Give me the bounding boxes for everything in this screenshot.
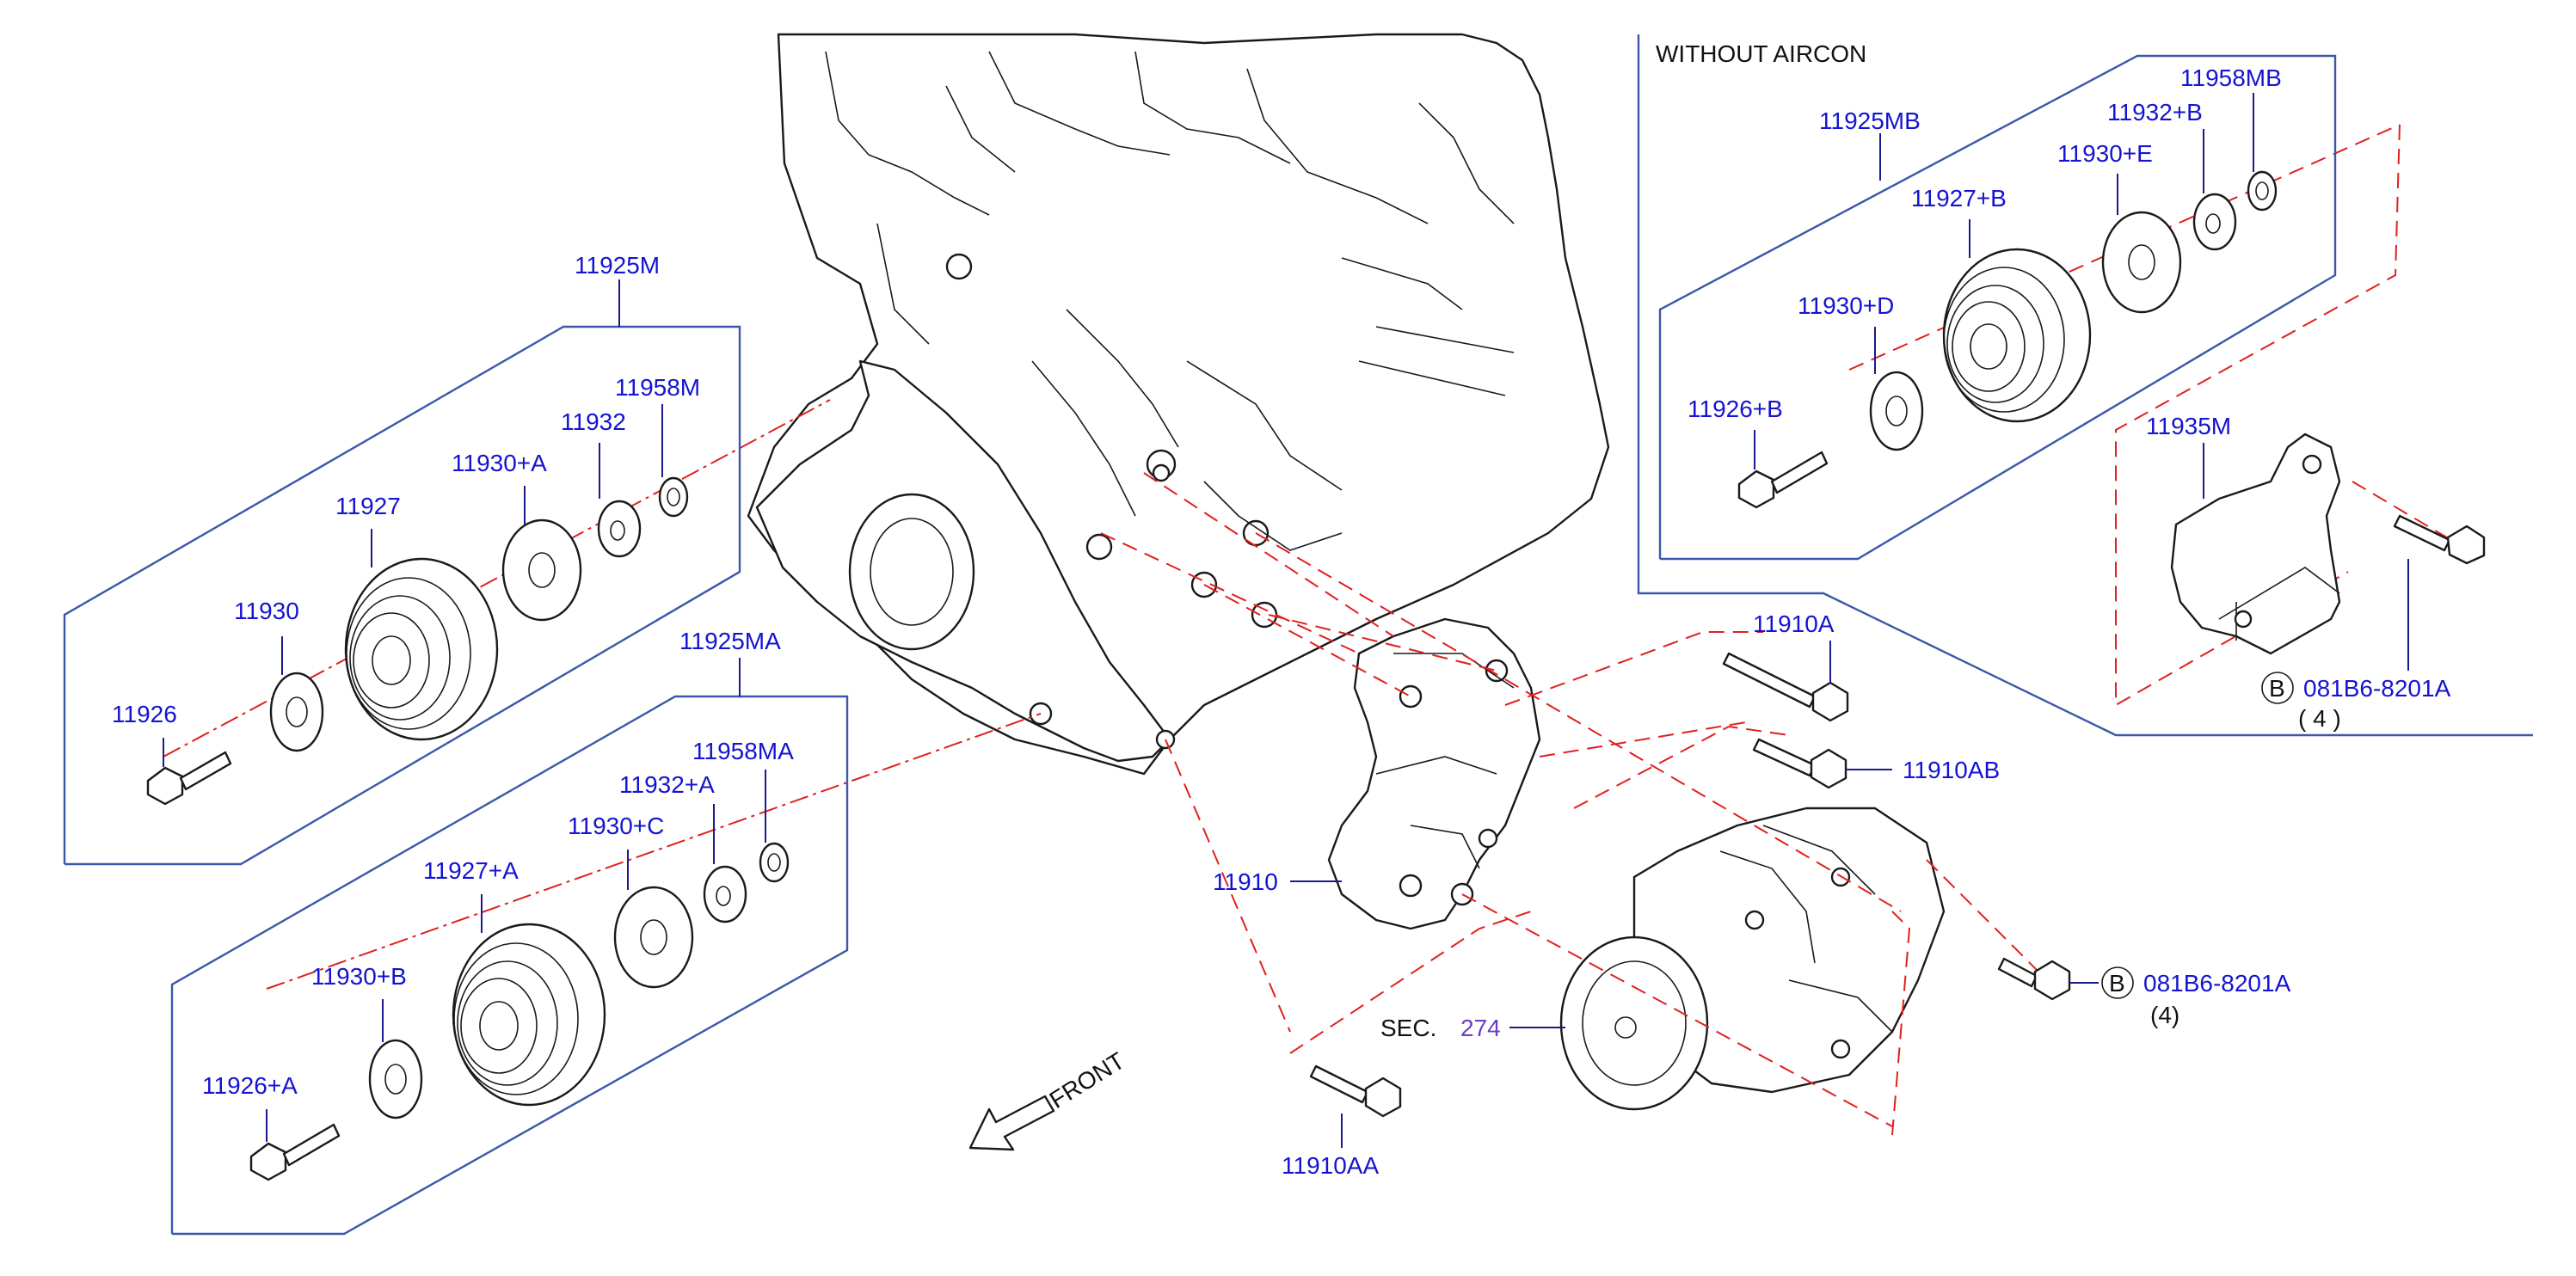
label-11927: 11927 <box>335 493 401 519</box>
washer-11930 <box>269 672 324 752</box>
label-front: FRONT <box>1045 1047 1129 1113</box>
pulley-11927B <box>1942 248 2092 423</box>
label-11926: 11926 <box>112 701 177 727</box>
washer-11930E <box>2101 211 2182 314</box>
label-11932: 11932 <box>561 408 626 435</box>
bolt-b-top <box>2393 514 2486 565</box>
label-11910AA: 11910AA <box>1282 1152 1379 1179</box>
compressor-bolts: 11910A 11910AB 11910 B 081B6-8201A (4) S… <box>1213 610 2291 1179</box>
front-arrow-icon <box>968 1095 1055 1151</box>
label-11958MA: 11958MA <box>692 738 794 764</box>
bolt-b-bottom <box>1997 957 2071 1001</box>
label-11930: 11930 <box>234 598 299 624</box>
label-11910A: 11910A <box>1753 610 1835 637</box>
compressor-bracket-11910 <box>1327 617 1541 930</box>
without-aircon-group: WITHOUT AIRCON 11925MB 11926+B 11930+D 1… <box>1637 34 2533 737</box>
label-11910AB: 11910AB <box>1903 757 2000 783</box>
qty-bolt-b-top: ( 4 ) <box>2298 705 2341 732</box>
spacer-11932B <box>2192 193 2237 251</box>
label-11930E: 11930+E <box>2057 140 2153 167</box>
circle-b-bottom-letter: B <box>2109 970 2125 997</box>
qty-bolt-b-bottom: (4) <box>2150 1002 2179 1028</box>
label-11958M: 11958M <box>615 374 700 401</box>
label-11935M: 11935M <box>2146 413 2231 439</box>
assembly-guides <box>163 124 2469 1136</box>
idler-kit-11925M: 11925M 11926 11930 11927 <box>63 252 741 866</box>
washer-11930D <box>1869 371 1924 451</box>
label-11930D: 11930+D <box>1798 292 1894 319</box>
washer-11930A <box>501 518 582 622</box>
label-11925MB: 11925MB <box>1819 107 1921 134</box>
spacer-11932 <box>597 500 642 558</box>
label-11932A: 11932+A <box>619 771 715 798</box>
engine-block <box>747 33 1610 776</box>
label-11926A: 11926+A <box>202 1072 298 1099</box>
circle-b-top-letter: B <box>2269 675 2285 702</box>
without-aircon-label: WITHOUT AIRCON <box>1656 40 1866 67</box>
label-11926B: 11926+B <box>1688 396 1783 422</box>
circle-b-top-icon <box>2261 672 2294 704</box>
washer-11930C <box>613 886 694 989</box>
label-11930A: 11930+A <box>452 450 547 476</box>
circle-b-bottom-icon <box>2101 966 2134 999</box>
label-bolt-b-top: 081B6-8201A <box>2303 675 2451 702</box>
pulley-11927 <box>344 557 499 741</box>
idler-kit-11925MA: 11925MA 11926+A 11930+B 11927+A <box>170 628 849 1236</box>
spacer-11932A <box>703 865 747 923</box>
label-11930B: 11930+B <box>311 963 407 990</box>
label-sec-274: 274 <box>1460 1015 1501 1041</box>
nut-11958MA <box>759 842 790 883</box>
label-11930C: 11930+C <box>568 813 664 839</box>
bolt-11910A <box>1722 652 1849 722</box>
bolt-11910AA <box>1309 1064 1402 1118</box>
nut-11958M <box>658 476 689 518</box>
compressor <box>1559 807 1946 1111</box>
label-11932B: 11932+B <box>2107 99 2203 126</box>
washer-11930B <box>368 1039 423 1120</box>
bolt-11926 <box>146 751 232 806</box>
label-bolt-b-bottom: 081B6-8201A <box>2143 970 2291 997</box>
label-11958MB: 11958MB <box>2180 64 2282 91</box>
label-11925M: 11925M <box>575 252 660 279</box>
pulley-11927A <box>452 923 606 1107</box>
label-11927A: 11927+A <box>423 857 519 884</box>
label-11927B: 11927+B <box>1911 185 2007 212</box>
bolt-11926B <box>1737 451 1829 509</box>
nut-11958MB <box>2247 170 2278 212</box>
bracket-11935M <box>2170 432 2341 655</box>
label-11925MA: 11925MA <box>679 628 781 654</box>
front-arrow: FRONT <box>968 1047 1129 1151</box>
bolt-11910AB <box>1752 738 1847 789</box>
label-sec: SEC. <box>1380 1015 1436 1041</box>
label-11910: 11910 <box>1213 868 1278 895</box>
bolt-11926A <box>249 1123 341 1181</box>
